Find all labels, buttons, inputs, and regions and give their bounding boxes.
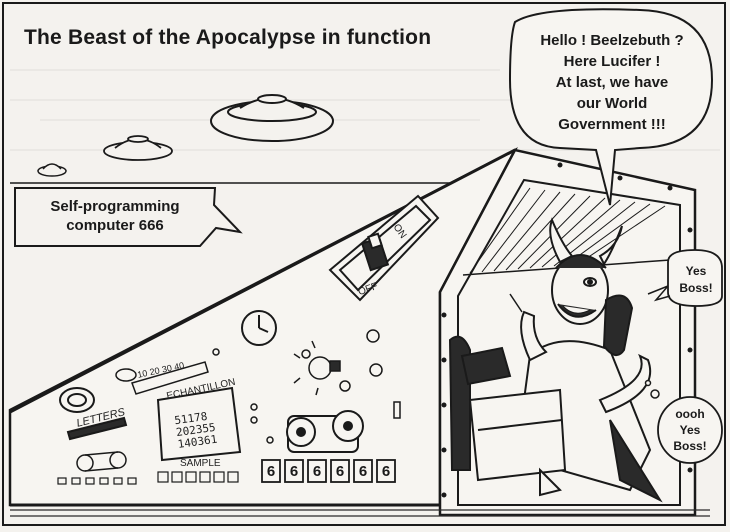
devil-character: [448, 217, 663, 503]
speech-bubble-text: Hello ! Beelzebuth ? Here Lucifer ! At l…: [520, 30, 704, 135]
speech-line: Here Lucifer !: [563, 53, 661, 70]
thought-line: Yes: [679, 423, 701, 437]
phone-bubble: [667, 249, 723, 307]
computer-top-edge: [9, 148, 516, 414]
letters-slot: [66, 416, 128, 441]
digit-tile-label: 6: [359, 463, 367, 480]
gauge-strip: [131, 361, 209, 395]
sample-numbers: 51178 202355 140361: [174, 409, 225, 451]
digit-tile: [284, 459, 304, 483]
caption-line: Self-programming: [50, 198, 180, 215]
thought-line: oooh: [675, 407, 705, 421]
digit-tile-label: 6: [267, 463, 275, 480]
speech-line: our World: [576, 95, 648, 112]
panel-border: [2, 2, 726, 526]
digit-tile: [330, 459, 350, 483]
digit-tile: [261, 459, 281, 483]
echantillon-box: [156, 386, 242, 462]
caption-line: computer 666: [66, 217, 164, 234]
digit-tile: [307, 459, 327, 483]
flying-saucer-small: [37, 163, 67, 177]
tape-reels-right: [286, 410, 364, 453]
thought-line: Boss!: [673, 439, 707, 453]
thought-bubble-text: oooh Yes Boss!: [660, 406, 720, 454]
power-switch-panel: [328, 194, 440, 302]
speech-line: Government !!!: [558, 116, 666, 133]
phone-line: Yes: [685, 264, 707, 278]
speech-bubble: [508, 8, 714, 206]
dial-clock: [241, 310, 277, 346]
digit-tile: [376, 459, 396, 483]
flying-saucer-large: [210, 94, 334, 142]
caption-computer-666: Self-programming computer 666: [40, 197, 190, 235]
thought-bubble: [657, 396, 723, 464]
button-row: [57, 471, 239, 485]
phone-bubble-text: Yes Boss!: [668, 263, 724, 297]
ground-hatch: [10, 509, 710, 517]
digit-tile-label: 6: [382, 463, 390, 480]
flying-saucer-medium: [103, 135, 173, 161]
speech-line: Hello ! Beelzebuth ?: [540, 32, 684, 49]
wall-gauge: [115, 368, 137, 382]
phone-line: Boss!: [679, 281, 713, 295]
sample-label: SAMPLE: [180, 458, 221, 469]
digit-tile-label: 6: [290, 463, 298, 480]
caption-banner-arrow: [14, 187, 243, 247]
digit-tile-label: 6: [336, 463, 344, 480]
tape-reels-left: [76, 451, 127, 472]
light-bulb: [293, 340, 341, 396]
digit-tile-label: 6: [313, 463, 321, 480]
control-knobs: [212, 329, 383, 444]
left-gauge: [59, 387, 95, 413]
cartoon-title: The Beast of the Apocalypse in function: [24, 26, 432, 49]
digit-tile: [353, 459, 373, 483]
speech-line: At last, we have: [555, 74, 669, 91]
